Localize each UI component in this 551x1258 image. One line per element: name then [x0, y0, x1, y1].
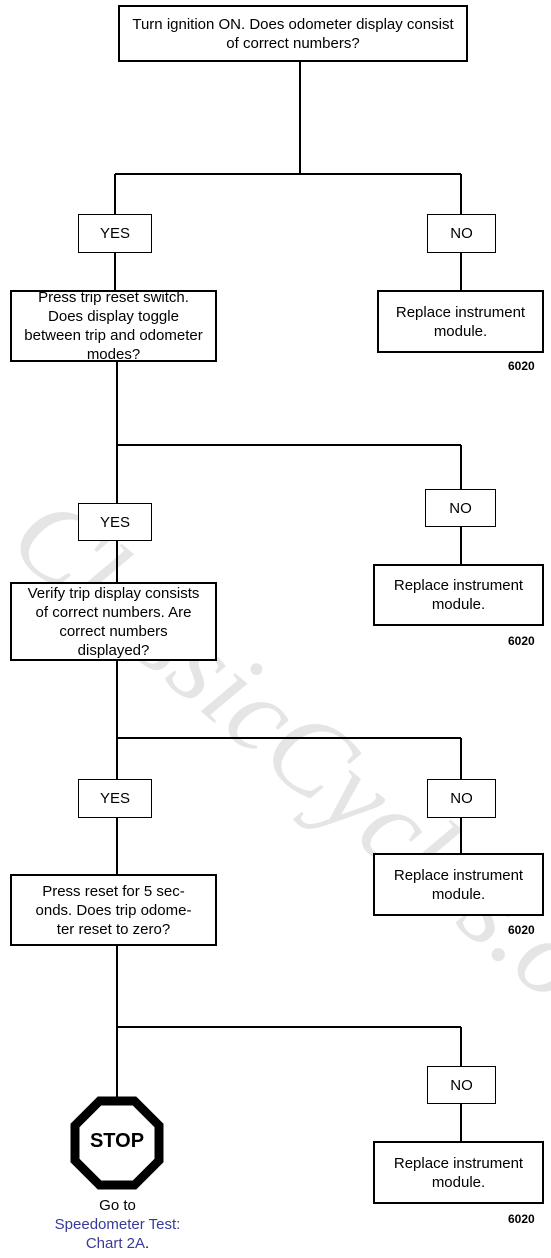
part-code-1: 6020	[508, 359, 535, 373]
no-label: NO	[450, 225, 473, 242]
no-label: NO	[449, 499, 472, 517]
replace-text: Replace instrument module.	[393, 866, 524, 903]
speedometer-test-link[interactable]: Speedometer Test:	[54, 1216, 181, 1233]
no-label-box-2: NO	[425, 489, 496, 527]
yes-label-box-3: YES	[78, 779, 152, 818]
replace-box-1: Replace instrument module.	[377, 290, 544, 353]
action-box-2: Verify trip display consists of correct …	[10, 582, 217, 661]
start-question-box: Turn ignition ON. Does odometer display …	[118, 5, 468, 62]
stop-sign-label: STOP	[89, 1130, 145, 1152]
part-code-3: 6020	[508, 923, 535, 937]
replace-box-3: Replace instrument module.	[373, 853, 544, 916]
part-code-2: 6020	[508, 634, 535, 648]
goto-prefix: Go to	[99, 1197, 136, 1214]
action-text: Press reset for 5 sec- onds. Does trip o…	[35, 882, 192, 938]
action-text: Press trip reset switch. Does display to…	[24, 289, 203, 363]
start-question-text: Turn ignition ON. Does odometer display …	[132, 15, 454, 52]
yes-label: YES	[99, 225, 130, 242]
replace-text: Replace instrument module.	[393, 1154, 524, 1191]
action-box-1: Press trip reset switch. Does display to…	[10, 289, 217, 363]
no-label-box-3: NO	[427, 779, 496, 818]
replace-text: Replace instrument module.	[395, 303, 526, 340]
yes-label: YES	[99, 790, 130, 807]
yes-label-box-2: YES	[78, 503, 152, 541]
replace-box-4: Replace instrument module.	[373, 1141, 544, 1204]
no-label: NO	[450, 790, 473, 807]
goto-text: Go to Speedometer Test: Chart 2A.	[40, 1196, 195, 1253]
action-text: Verify trip display consists of correct …	[27, 584, 200, 659]
yes-label-box-1: YES	[78, 214, 152, 253]
part-code-4: 6020	[508, 1212, 535, 1226]
chart-2a-link[interactable]: Chart 2A	[85, 1235, 146, 1252]
yes-label: YES	[99, 513, 130, 531]
action-box-3: Press reset for 5 sec- onds. Does trip o…	[10, 874, 217, 946]
replace-text: Replace instrument module.	[393, 577, 524, 613]
no-label: NO	[450, 1076, 473, 1094]
replace-box-2: Replace instrument module.	[373, 564, 544, 626]
no-label-box-4: NO	[427, 1066, 496, 1104]
no-label-box-1: NO	[427, 214, 496, 253]
goto-suffix: .	[145, 1235, 150, 1252]
